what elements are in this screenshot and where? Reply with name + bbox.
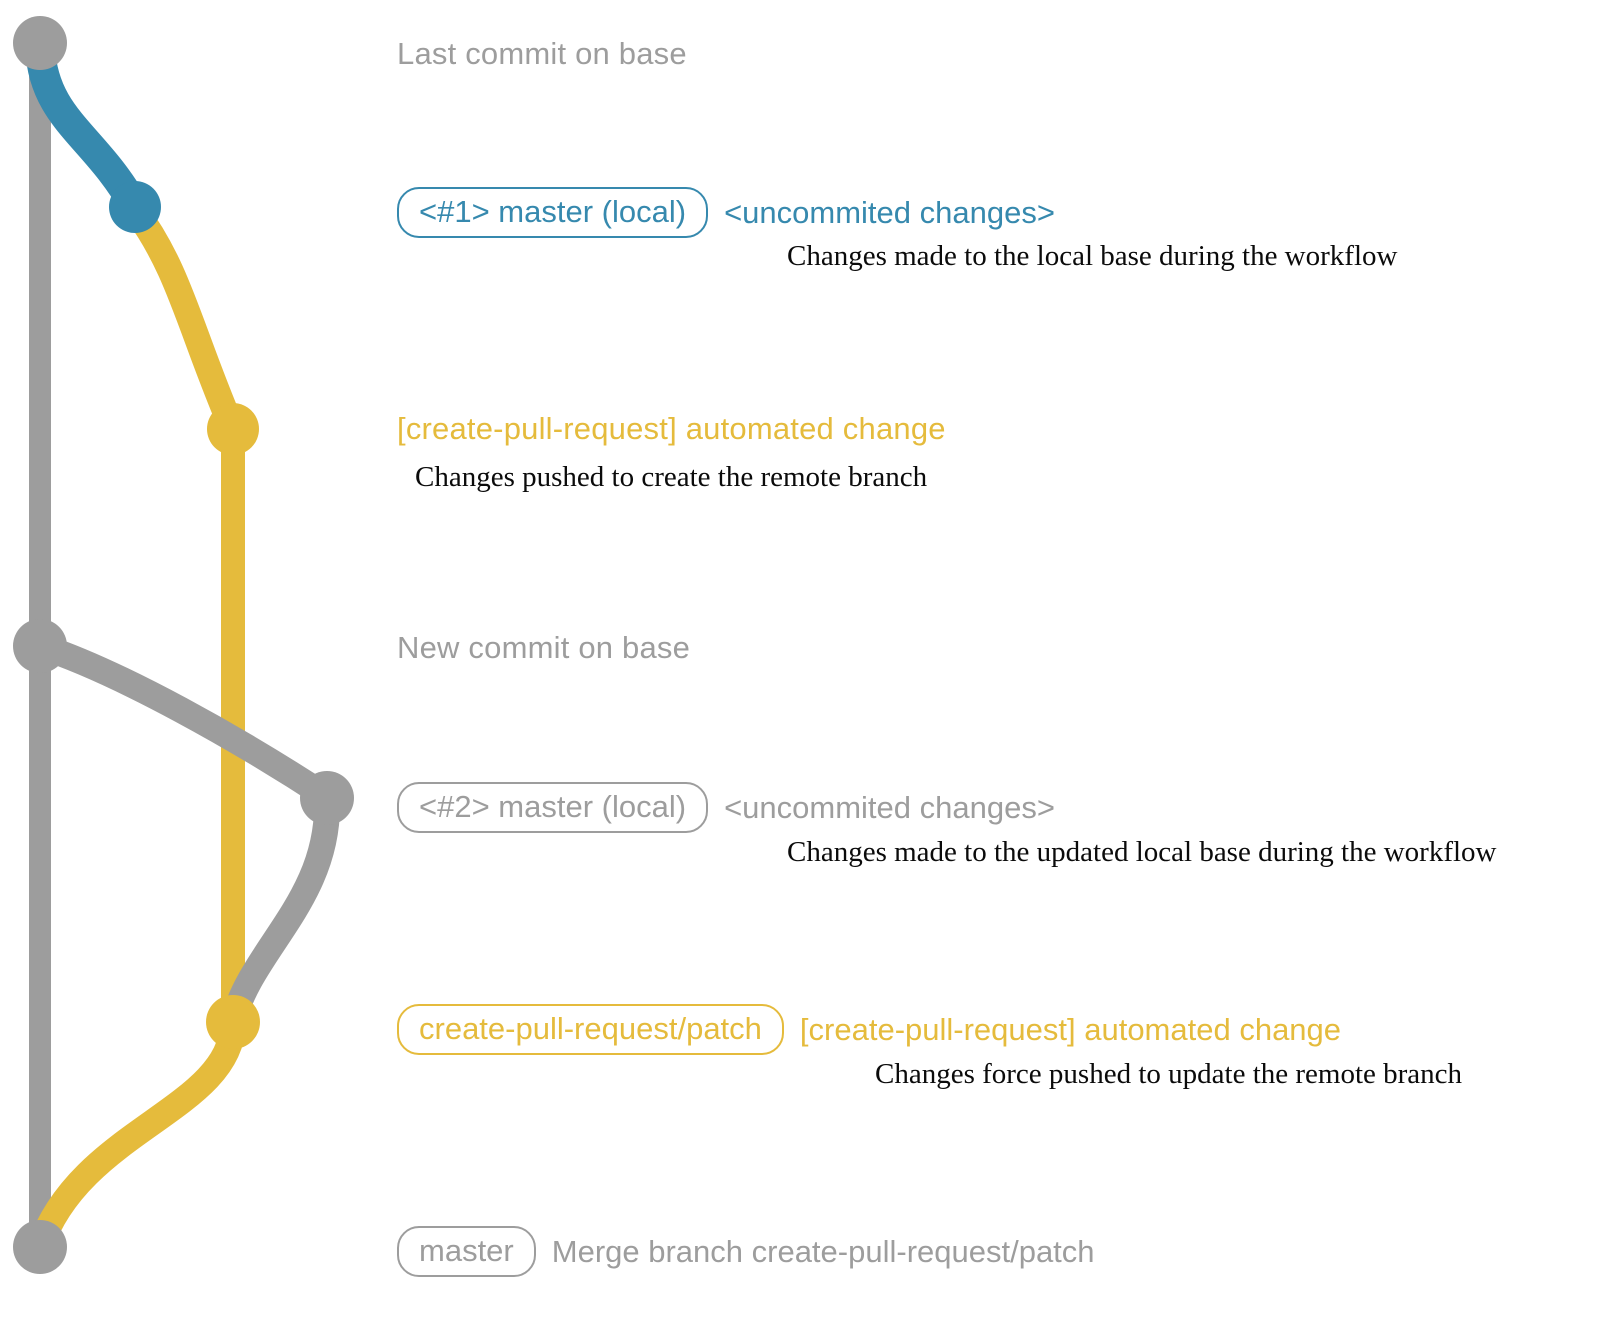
commit-message-merge-commit: Merge branch create-pull-request/patch	[551, 1233, 1095, 1269]
commit-node-merge-commit	[13, 1220, 67, 1274]
commit-node-last-commit-on-base	[13, 16, 67, 70]
commit-node-automated-change-1	[207, 403, 259, 455]
commit-message-last-commit-on-base: Last commit on base	[397, 36, 687, 71]
commit-message-new-commit-on-base: New commit on base	[397, 630, 691, 665]
row-new-commit-on-base: New commit on base	[397, 630, 690, 666]
local-branch-line-gray-in	[220, 787, 341, 1035]
commit-node-master-local-1	[109, 181, 161, 233]
commit-message-master-local-1: <uncommited changes>	[724, 194, 1055, 230]
row-merge-commit: master Merge branch create-pull-request/…	[397, 1226, 1095, 1277]
commit-message-automated-change-2: [create-pull-request] automated change	[799, 1011, 1342, 1047]
branch-pill-label: <#1> master (local)	[419, 194, 687, 229]
row-master-local-1: <#1> master (local) <uncommited changes>	[397, 187, 1055, 238]
row-automated-change-2: create-pull-request/patch [create-pull-r…	[397, 1004, 1341, 1055]
description-automated-change-1: Changes pushed to create the remote bran…	[415, 461, 928, 493]
local-branch-line-blue	[25, 33, 150, 222]
branch-pill-label: master	[419, 1233, 514, 1268]
row-automated-change-1: [create-pull-request] automated change	[397, 411, 946, 447]
row-master-local-2: <#2> master (local) <uncommited changes>	[397, 782, 1055, 833]
row-last-commit-on-base: Last commit on base	[397, 36, 687, 72]
description-master-local-2: Changes made to the updated local base d…	[787, 836, 1497, 868]
commit-node-automated-change-2	[206, 995, 260, 1049]
branch-pill-master[interactable]: master	[397, 1226, 536, 1277]
branch-pill-label: create-pull-request/patch	[419, 1011, 762, 1046]
description-automated-change-2: Changes force pushed to update the remot…	[875, 1058, 1463, 1090]
description-master-local-1: Changes made to the local base during th…	[787, 240, 1398, 272]
local-branch-line-gray-out	[27, 633, 340, 810]
branch-pill-master-local-2[interactable]: <#2> master (local)	[397, 782, 709, 833]
commit-message-automated-change-1: [create-pull-request] automated change	[397, 411, 946, 446]
commit-node-new-commit-on-base	[13, 619, 67, 673]
branch-pill-master-local-1[interactable]: <#1> master (local)	[397, 187, 709, 238]
patch-merge-line	[27, 1011, 246, 1260]
branch-pill-create-pull-request-patch[interactable]: create-pull-request/patch	[397, 1004, 784, 1055]
commit-message-master-local-2: <uncommited changes>	[724, 789, 1055, 825]
patch-branch-line-upper	[122, 197, 246, 443]
commit-node-master-local-2	[300, 771, 354, 825]
branch-pill-label: <#2> master (local)	[419, 789, 687, 824]
